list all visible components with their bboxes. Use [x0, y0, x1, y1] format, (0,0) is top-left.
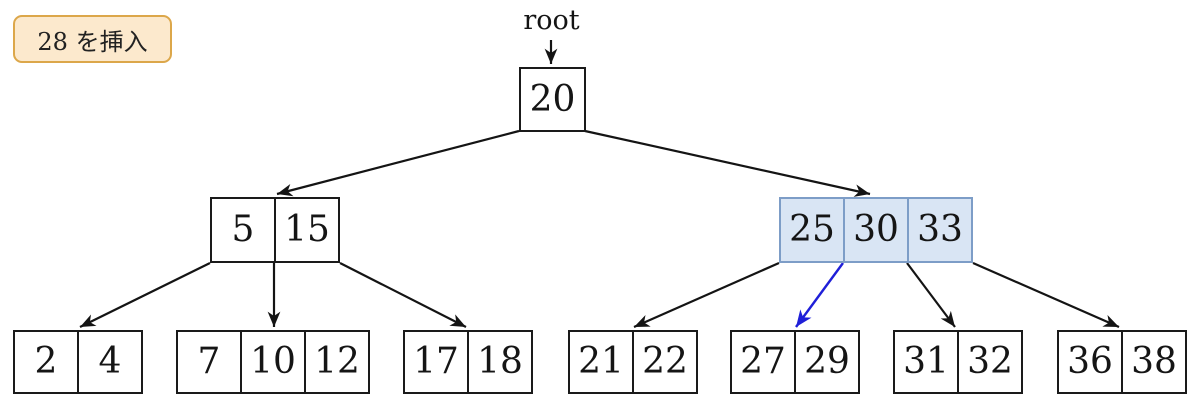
- btree-node-internal-left: 5 15: [210, 197, 340, 263]
- node-cell: 10: [240, 330, 306, 394]
- btree-leaf-31-32: 31 32: [893, 330, 1023, 394]
- node-cell: 31: [893, 330, 959, 394]
- node-cell: 38: [1121, 330, 1187, 394]
- node-cell: 21: [568, 330, 634, 394]
- node-cell: 30: [843, 197, 909, 263]
- node-cell: 2: [13, 330, 79, 394]
- node-cell: 22: [632, 330, 698, 394]
- edge-right-to-leaf-21-22: [633, 261, 780, 329]
- node-cell: 18: [467, 330, 533, 394]
- node-cell: 20: [519, 67, 586, 132]
- btree-leaf-27-29-insert-target: 27 29: [730, 330, 860, 394]
- btree-leaf-36-38: 36 38: [1057, 330, 1187, 394]
- node-cell: 15: [274, 197, 340, 263]
- edge-root-to-left-internal: [276, 129, 520, 197]
- edge-right-to-leaf-36-38: [972, 261, 1120, 329]
- edge-right-to-leaf-31-32: [906, 262, 956, 328]
- node-cell: 32: [957, 330, 1023, 394]
- node-cell: 7: [176, 330, 242, 394]
- node-cell: 17: [403, 330, 469, 394]
- btree-node-root: 20: [519, 67, 586, 132]
- root-pointer-label: root: [523, 5, 580, 36]
- insert-annotation-badge: 28 を挿入: [13, 15, 172, 63]
- btree-node-internal-right-highlighted: 25 30 33: [779, 197, 973, 263]
- btree-leaf-17-18: 17 18: [403, 330, 533, 394]
- btree-leaf-7-10-12: 7 10 12: [176, 330, 370, 394]
- edge-left-to-leaf-2-4: [79, 262, 211, 328]
- node-cell: 25: [779, 197, 845, 263]
- node-cell: 12: [304, 330, 370, 394]
- node-cell: 5: [210, 197, 276, 263]
- node-cell: 27: [730, 330, 796, 394]
- node-cell: 29: [794, 330, 860, 394]
- edge-root-to-right-internal: [584, 129, 871, 197]
- node-cell: 33: [907, 197, 973, 263]
- node-cell: 4: [77, 330, 143, 394]
- edge-left-to-leaf-17-18: [339, 262, 467, 328]
- btree-leaf-21-22: 21 22: [568, 330, 698, 394]
- node-cell: 36: [1057, 330, 1123, 394]
- btree-leaf-2-4: 2 4: [13, 330, 143, 394]
- insert-path-arrow: [795, 262, 844, 328]
- insert-annotation-text: 28 を挿入: [37, 27, 148, 56]
